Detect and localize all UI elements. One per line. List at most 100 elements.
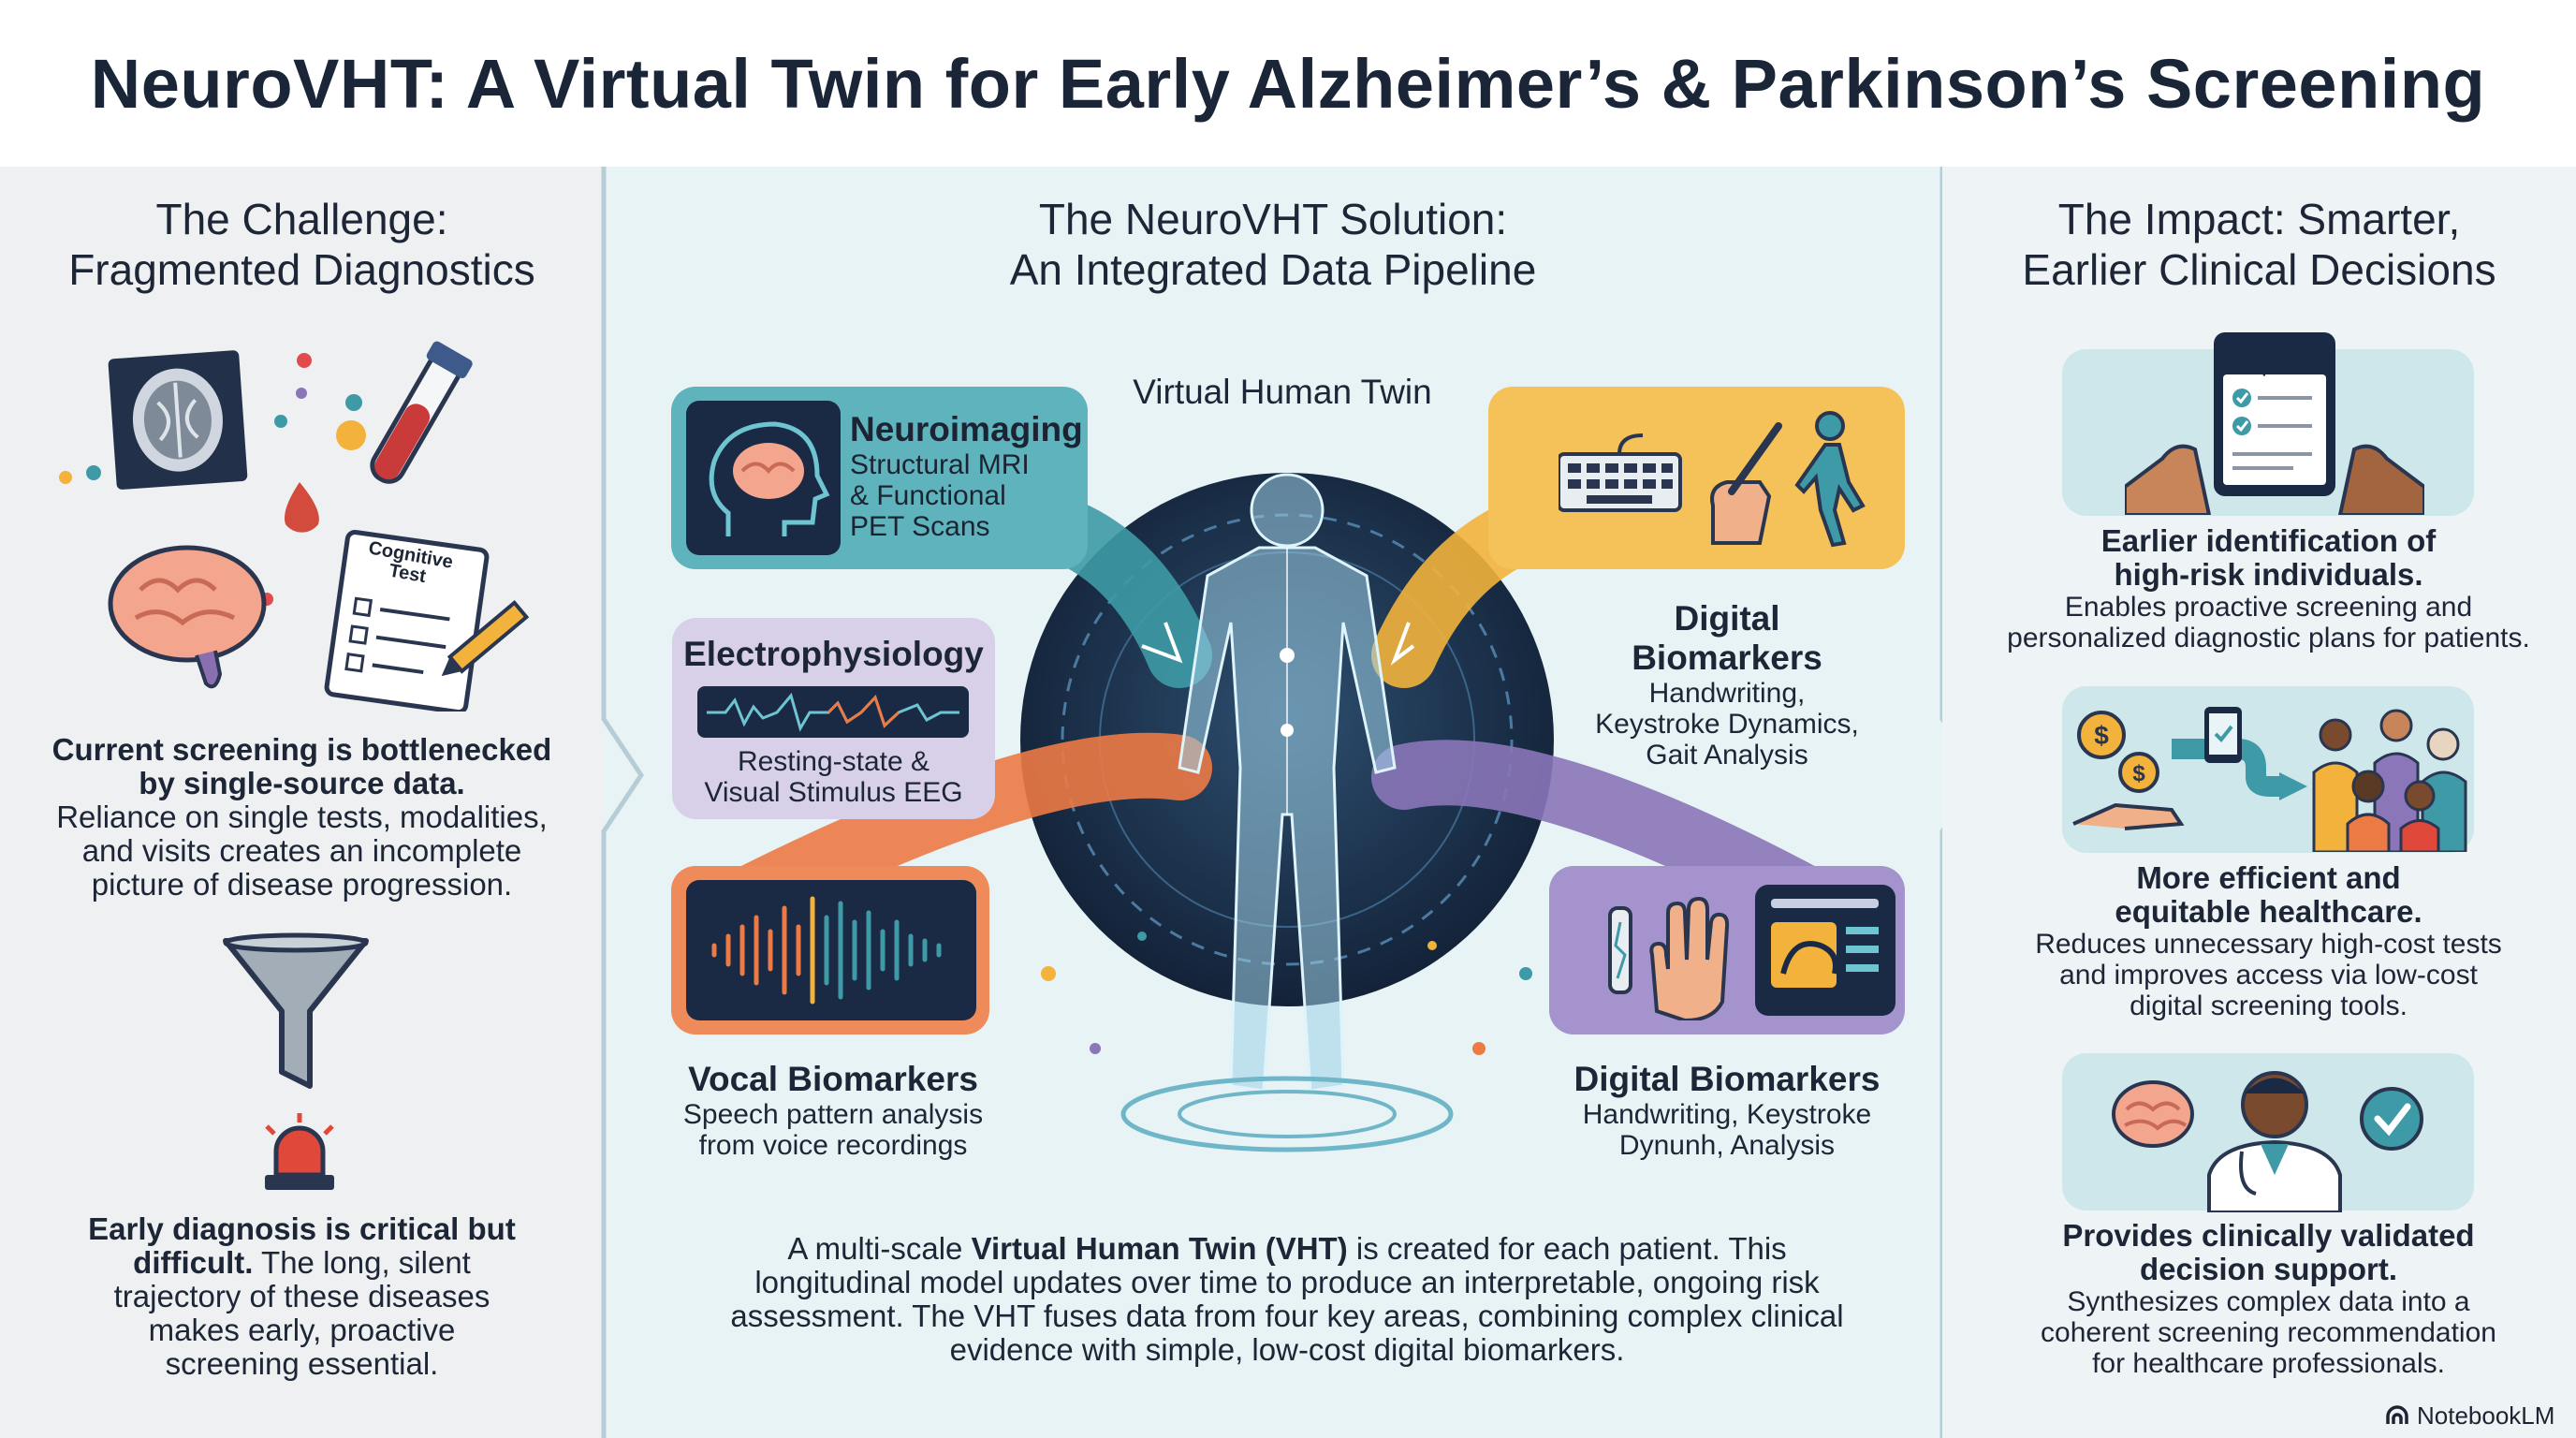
brand-text: NotebookLM <box>2417 1401 2555 1430</box>
impact-3-text: Provides clinically validated decision s… <box>1956 1218 2576 1380</box>
impact-heading: The Impact: Smarter, Earlier Clinical De… <box>1942 194 2576 295</box>
doctor-icon <box>2207 1071 2342 1212</box>
impact-2-headline-2: equitable healthcare. <box>2115 894 2422 929</box>
impact-heading-line-2: Earlier Clinical Decisions <box>2022 245 2496 294</box>
digital-bottom-line-2: Dynunh, Analysis <box>1618 1130 1836 1161</box>
test-tube-icon <box>370 341 473 484</box>
impact-1-text: Earlier identification of high-risk indi… <box>1956 523 2576 654</box>
impact-2-body-2: and improves access via low-cost <box>2059 960 2478 990</box>
tablet-screen-icon <box>1755 885 1895 1016</box>
impact-1-body-2: personalized diagnostic plans for patien… <box>2007 623 2530 653</box>
personalized-report-label: Personalized report <box>2214 341 2326 376</box>
digital-top-line-1: Handwriting, <box>1648 678 1806 709</box>
bottleneck-body-3: picture of disease progression. <box>91 867 513 902</box>
fragmented-tests-illustration <box>59 341 530 712</box>
digital-biomarkers-bottom-label: Digital Biomarkers Handwriting, Keystrok… <box>1535 1060 1919 1161</box>
challenge-heading-line-2: Fragmented Diagnostics <box>68 245 535 294</box>
tablet-hand-tremor-icons <box>1608 885 1895 1020</box>
early-diagnosis-headline-2: difficult. <box>133 1245 254 1280</box>
virtual-twin-label: Virtual Human Twin <box>1133 373 1432 411</box>
funnel-icon <box>223 932 369 1089</box>
brain-icon <box>108 545 267 689</box>
summary-line-2: longitudinal model updates over time to … <box>754 1265 1820 1299</box>
solution-heading-line-2: An Integrated Data Pipeline <box>1009 245 1537 294</box>
bottleneck-headline-1: Current screening is bottlenecked <box>51 732 552 767</box>
solution-heading-line-1: The NeuroVHT Solution: <box>1038 195 1508 243</box>
keyboard-icon <box>1559 433 1682 512</box>
blood-drop-icon <box>285 482 319 533</box>
impact-2-headline-1: More efficient and <box>2136 860 2401 895</box>
diverse-people-icon <box>2312 709 2467 852</box>
electrophysiology-line-2: Visual Stimulus EEG <box>704 777 963 808</box>
summary-line-3: assessment. The VHT fuses data from four… <box>730 1299 1844 1333</box>
vocal-flow <box>716 732 1212 932</box>
title-bar: NeuroVHT: A Virtual Twin for Early Alzhe… <box>0 0 2576 167</box>
neuroimaging-line-3: PET Scans <box>850 511 990 542</box>
summary-line-4: evidence with simple, low-cost digital b… <box>949 1332 1625 1367</box>
checkmark-circle-icon <box>2360 1087 2423 1151</box>
impact-3-headline-1: Provides clinically validated <box>2062 1218 2475 1253</box>
alarm-siren-icon <box>265 1113 334 1190</box>
digital-bottom-title: Digital Biomarkers <box>1573 1060 1881 1098</box>
early-diagnosis-text: Early diagnosis is critical but difficul… <box>19 1212 585 1381</box>
impact-3-body-2: coherent screening recommendation <box>2041 1317 2496 1348</box>
vocal-line-2: from voice recordings <box>698 1130 968 1161</box>
digital-top-line-3: Gait Analysis <box>1646 740 1808 770</box>
clinician-decision-icons <box>2112 1071 2423 1212</box>
cost-access-icons: $ $ <box>2072 707 2467 852</box>
bottleneck-text: Current screening is bottlenecked by sin… <box>19 733 585 902</box>
keyboard-pen-walker-icons <box>1559 411 1866 548</box>
impact-3-headline-2: decision support. <box>2139 1252 2398 1286</box>
impact-3-body-1: Synthesizes complex data into a <box>2067 1286 2470 1317</box>
neuroimaging-line-2: & Functional <box>850 480 1006 511</box>
impact-1-body-1: Enables proactive screening and <box>2064 592 2473 623</box>
solution-summary: A multi-scale Virtual Human Twin (VHT) i… <box>711 1232 1863 1367</box>
impact-2-body-1: Reduces unnecessary high-cost tests <box>2035 929 2502 960</box>
digital-bottom-flow <box>1371 740 1839 932</box>
electrophysiology-label: Resting-state & Visual Stimulus EEG <box>672 746 995 808</box>
digital-top-title-1: Digital <box>1674 599 1780 638</box>
svg-text:$: $ <box>2094 721 2109 750</box>
vocal-line-1: Speech pattern analysis <box>682 1099 984 1130</box>
notebooklm-logo-icon <box>2386 1405 2408 1424</box>
notebooklm-brand: NotebookLM <box>2385 1401 2554 1430</box>
report-tablet-icon <box>2125 332 2424 515</box>
impact-heading-line-1: The Impact: Smarter, <box>2057 195 2461 243</box>
vocal-title: Vocal Biomarkers <box>688 1060 978 1098</box>
report-label-line-2: report <box>2247 359 2293 376</box>
neuroimaging-line-1: Structural MRI <box>850 449 1030 480</box>
impact-3-body-3: for healthcare professionals. <box>2092 1348 2445 1379</box>
summary-line-1a: A multi-scale <box>787 1231 972 1266</box>
digital-biomarkers-top-label: Digital Biomarkers Handwriting, Keystrok… <box>1559 599 1895 770</box>
pencil-icon <box>441 599 530 677</box>
head-brain-icon <box>686 401 841 555</box>
impact-2-body-3: digital screening tools. <box>2130 990 2408 1021</box>
impact-1-headline-1: Earlier identification of <box>2100 523 2437 558</box>
brain-icon <box>2112 1080 2194 1148</box>
challenge-heading-line-1: The Challenge: <box>155 195 448 243</box>
open-hand-icon <box>1649 896 1730 1020</box>
impact-2-text: More efficient and equitable healthcare.… <box>1956 860 2576 1022</box>
neuroimaging-title: Neuroimaging <box>850 410 1083 448</box>
digital-top-title-2: Biomarkers <box>1632 638 1822 677</box>
early-diagnosis-headline-1: Early diagnosis is critical but <box>88 1211 516 1246</box>
impact-1-headline-2: high-risk individuals. <box>2114 557 2423 592</box>
sound-wave-icon <box>686 880 976 1020</box>
writing-hand-icon <box>1710 422 1782 545</box>
summary-line-1b: Virtual Human Twin (VHT) <box>971 1231 1348 1266</box>
stylus-icon <box>1608 906 1632 994</box>
early-diagnosis-body-3: makes early, proactive <box>148 1313 456 1347</box>
early-diagnosis-body-2: trajectory of these diseases <box>113 1279 490 1313</box>
challenge-panel <box>0 167 604 1438</box>
walking-person-icon <box>1794 411 1866 548</box>
solution-heading: The NeuroVHT Solution: An Integrated Dat… <box>604 194 1942 295</box>
page-title: NeuroVHT: A Virtual Twin for Early Alzhe… <box>90 44 2486 123</box>
electrophysiology-line-1: Resting-state & <box>737 746 930 777</box>
early-diagnosis-body-4: screening essential. <box>165 1346 439 1381</box>
mri-scan-icon <box>108 350 248 490</box>
early-diagnosis-body-1: The long, silent <box>253 1245 471 1280</box>
bottleneck-body-1: Reliance on single tests, modalities, <box>56 800 548 834</box>
eeg-waveform-icon <box>697 686 969 738</box>
bottleneck-body-2: and visits creates an incomplete <box>81 833 522 868</box>
summary-line-1c: is created for each patient. This <box>1347 1231 1787 1266</box>
